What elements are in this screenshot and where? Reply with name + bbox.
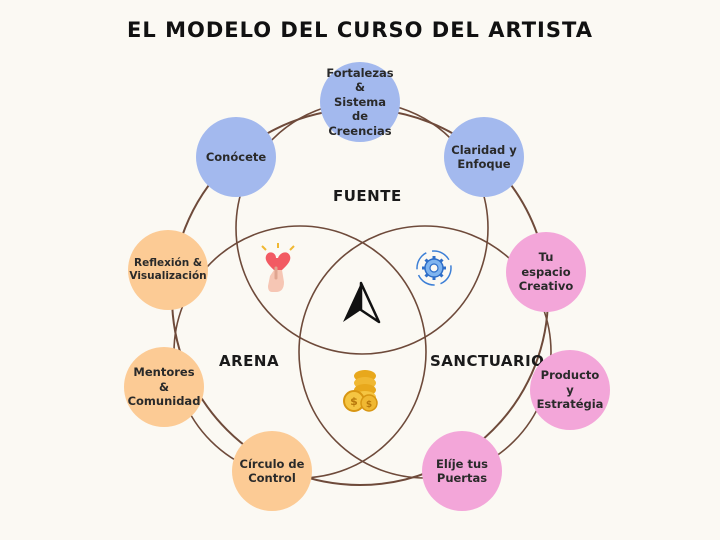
svg-text:$: $	[350, 395, 358, 408]
node-circulo-control: Círculo de Control	[232, 431, 312, 511]
region-label-fuente: FUENTE	[333, 187, 402, 205]
region-label-arena: ARENA	[219, 352, 280, 370]
node-label: Claridad y Enfoque	[451, 142, 517, 171]
node-fortalezas: Fortalezas & Sistema de Creencias	[320, 62, 400, 142]
diagram-title: EL MODELO DEL CURSO DEL ARTISTA	[127, 18, 593, 42]
node-label: Elíje tus Puertas	[435, 456, 488, 485]
node-label: Fortalezas & Sistema de Creencias	[326, 66, 394, 138]
svg-text:$: $	[366, 400, 372, 410]
compass-arrow-icon	[343, 281, 381, 324]
node-label: Conócete	[205, 149, 267, 164]
node-reflexion: Reflexión & Visualización	[128, 230, 208, 310]
node-label: Mentores & Comunidad	[127, 365, 201, 409]
node-puertas: Elíje tus Puertas	[422, 431, 502, 511]
node-conocete: Conócete	[196, 117, 276, 197]
node-mentores: Mentores & Comunidad	[124, 347, 204, 427]
node-label: Reflexión & Visualización	[129, 256, 207, 282]
node-label: Círculo de Control	[239, 456, 305, 485]
node-claridad: Claridad y Enfoque	[444, 117, 524, 197]
node-espacio-creativo: Tu espacio Creativo	[506, 232, 586, 312]
node-label: Producto y Estratégia	[536, 368, 604, 412]
node-producto: Producto y Estratégia	[530, 350, 610, 430]
heart-hand-icon	[261, 243, 295, 292]
coins-icon: $ $	[343, 370, 378, 412]
region-label-santuario: SANCTUARIO	[430, 352, 545, 370]
gear-icon	[416, 250, 452, 286]
node-label: Tu espacio Creativo	[518, 250, 574, 294]
